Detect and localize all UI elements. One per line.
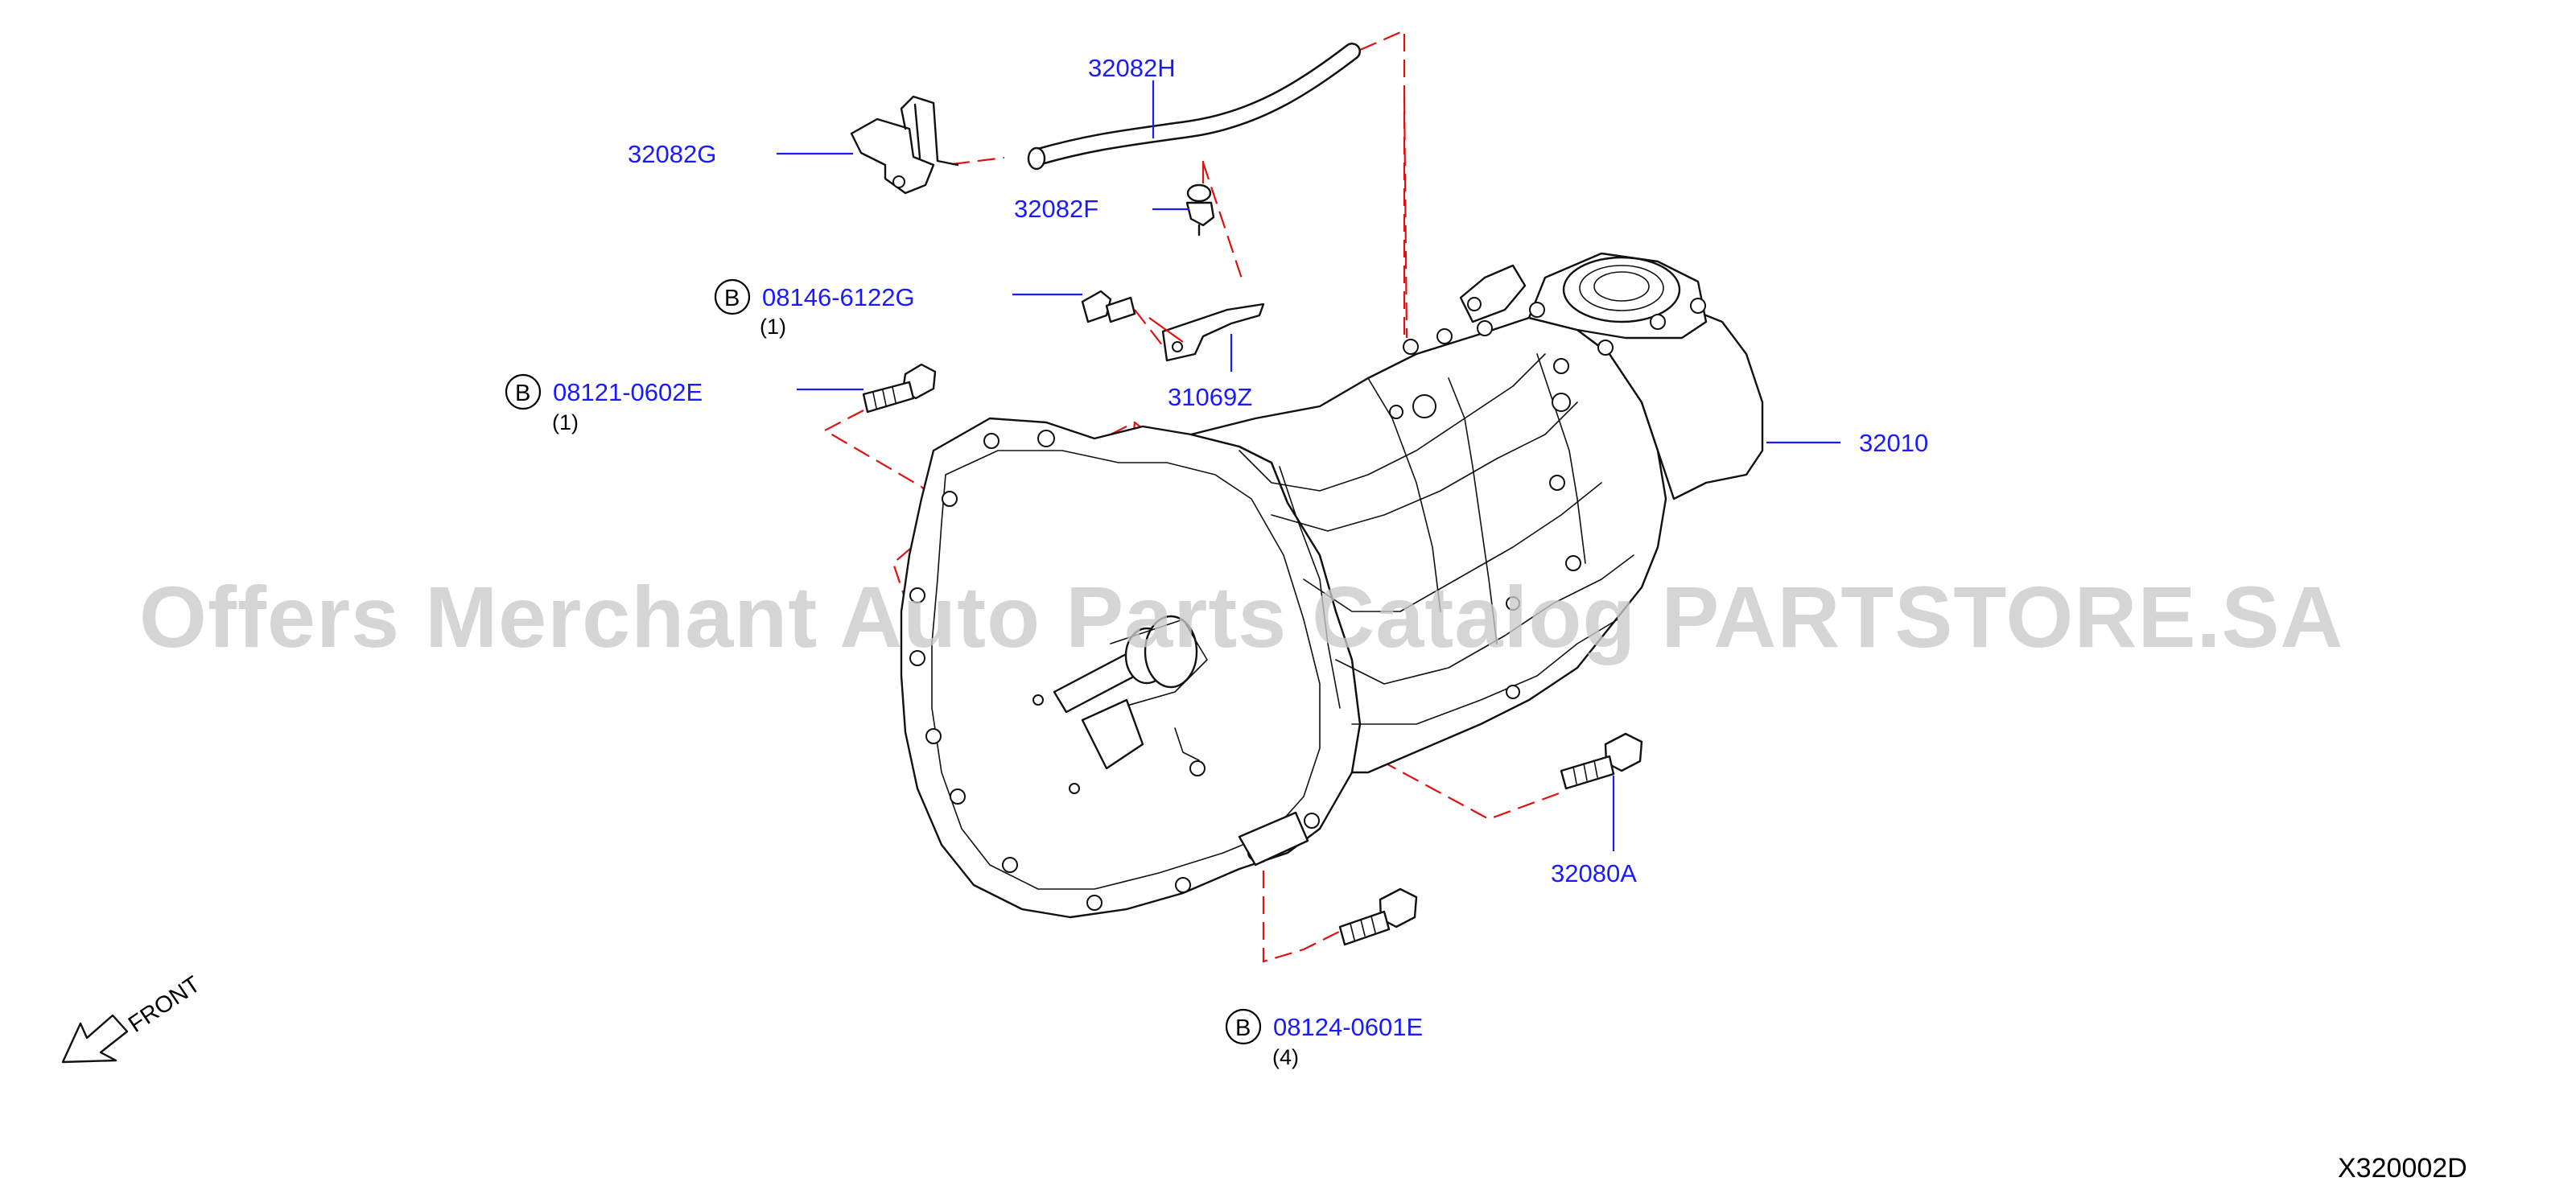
label-32082H[interactable]: 32082H bbox=[1088, 54, 1176, 82]
bolt-08124-0601E bbox=[1338, 887, 1418, 946]
label-08124-0601E[interactable]: 08124-0601E bbox=[1273, 1013, 1423, 1041]
label-32082G[interactable]: 32082G bbox=[628, 140, 716, 168]
label-32010[interactable]: 32010 bbox=[1859, 429, 1928, 457]
b-badge-08121 bbox=[505, 373, 542, 410]
part-32082G-bracket bbox=[850, 95, 959, 195]
watermark-text: Offers Merchant Auto Parts Catalog PARTS… bbox=[139, 568, 2343, 665]
front-label: FRONT bbox=[124, 971, 205, 1038]
qty-08121-0602E: (1) bbox=[552, 410, 579, 434]
b-badge-08146 bbox=[714, 278, 751, 315]
label-08121-0602E[interactable]: 08121-0602E bbox=[553, 378, 703, 406]
part-32082H-hose bbox=[1027, 43, 1361, 171]
label-31069Z[interactable]: 31069Z bbox=[1168, 383, 1252, 411]
front-indicator: FRONT bbox=[61, 971, 205, 1064]
qty-08124-0601E: (4) bbox=[1272, 1045, 1299, 1069]
b-badge-08124 bbox=[1225, 1008, 1262, 1045]
label-32082F[interactable]: 32082F bbox=[1014, 195, 1098, 223]
bolt-08146-6122G bbox=[1081, 290, 1136, 323]
bolt-32080A bbox=[1560, 732, 1643, 790]
b-badge-08121-letter: B bbox=[515, 381, 530, 406]
figure-code: X320002D bbox=[2338, 1153, 2467, 1184]
qty-08146-6122G: (1) bbox=[760, 315, 786, 339]
part-32082F-clip bbox=[1185, 183, 1215, 237]
bolt-08121-0602E bbox=[862, 363, 937, 414]
front-arrow-icon bbox=[61, 1014, 129, 1064]
b-badge-08146-letter: B bbox=[724, 286, 740, 311]
callout-leaders bbox=[777, 80, 1840, 851]
label-08146-6122G[interactable]: 08146-6122G bbox=[762, 283, 915, 311]
callout-labels: 32082H 32082G 32082F B 08146-6122G (1) B… bbox=[505, 54, 1928, 1069]
b-badge-08124-letter: B bbox=[1235, 1015, 1251, 1041]
label-32080A[interactable]: 32080A bbox=[1551, 859, 1637, 887]
transmission-assembly bbox=[900, 252, 1764, 919]
part-31069Z-bracket bbox=[1161, 303, 1265, 362]
